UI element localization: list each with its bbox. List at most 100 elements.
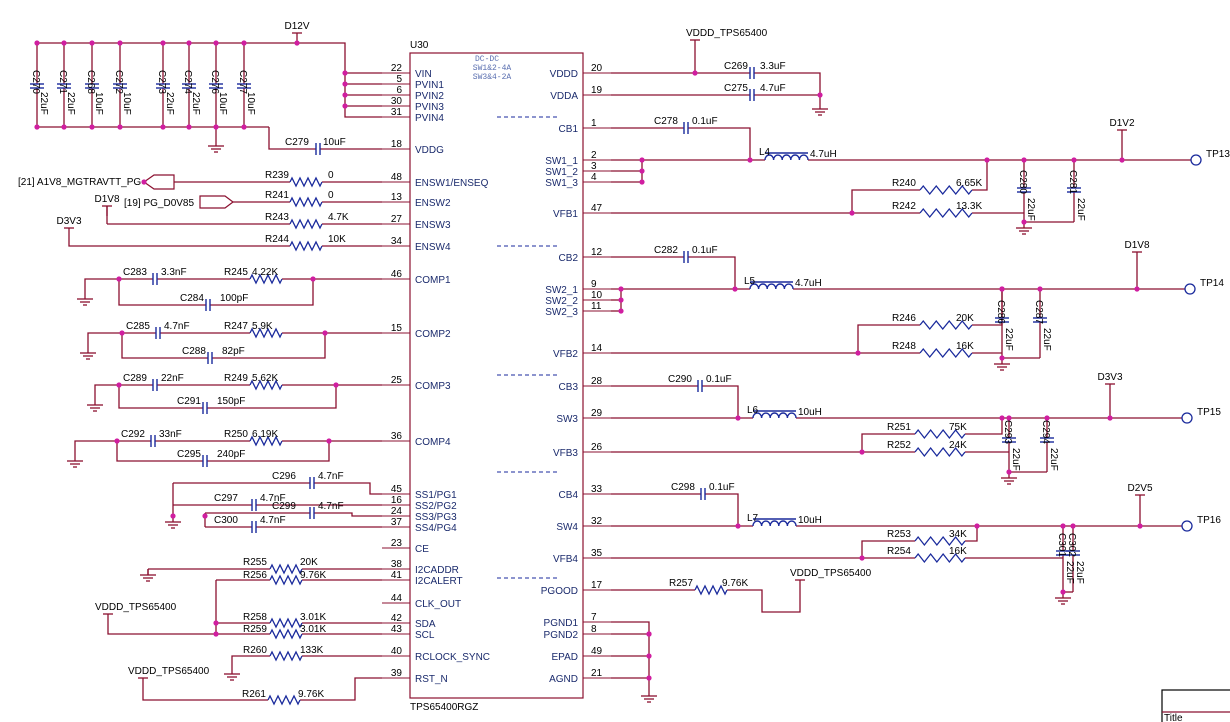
inductor-value: 10uH [798,407,822,418]
ic-ref: U30 [410,40,429,51]
capacitor-ref: C302 [1066,533,1077,557]
wire [207,441,330,462]
capacitor-value: 82pF [222,346,245,357]
junction-dot [342,103,348,109]
junction-dot [1021,219,1027,225]
pin-number: 37 [391,517,403,528]
pin-name: SCL [415,630,435,641]
wire [142,688,268,701]
test-point [1181,520,1193,532]
junction-dot [1119,157,1125,163]
power-net-label: D1V8 [94,194,119,205]
resistor-ref: R255 [243,557,267,568]
capacitor-ref: C299 [272,501,296,512]
resistor-value: 3.01K [300,624,326,635]
pin-name: SW2_3 [545,307,578,318]
junction-dot [1037,286,1043,292]
pin-name: SS4/PG4 [415,523,457,534]
capacitor-ref: C286 [995,300,1006,324]
pin-number: 9 [591,279,597,290]
junction-dot [322,330,328,336]
resistor-value: 9.76K [722,578,748,589]
capacitor-value: 33nF [159,429,182,440]
wire [268,127,316,150]
pin-number: 18 [391,139,403,150]
junction-dot [1060,523,1066,529]
capacitor-value: 22uF [1003,328,1014,351]
resistor-value: 9.76K [300,570,326,581]
inductor-ref: L6 [747,405,759,416]
port-label: [21] A1V8_MGTRAVTT_PG [18,177,141,188]
pin-number: 41 [391,570,403,581]
capacitor-value: 0.1uF [709,482,735,493]
resistor [249,379,283,391]
capacitor-value: 10uF [323,137,346,148]
junction-dot [61,40,67,46]
pin-name: COMP3 [415,381,451,392]
junction-dot [1070,523,1076,529]
capacitor-ref: C270 [30,70,41,94]
junction-dot [213,40,219,46]
resistor-value: 16K [949,546,967,557]
test-point-label: TP15 [1197,407,1221,418]
capacitor-value: 3.3nF [161,267,187,278]
pin-name: PGND2 [544,630,579,641]
pin-number: 20 [591,63,603,74]
capacitor-value: 22uF [1048,448,1059,471]
resistor-value: 4.22K [252,267,278,278]
wire [702,385,739,418]
resistor [269,563,303,575]
capacitor-value: 22uF [190,92,201,115]
inductor [752,520,797,527]
pin-number: 16 [391,495,403,506]
capacitor-ref: C287 [1033,300,1044,324]
capacitor-ref: C283 [123,267,147,278]
pin-name: CE [415,544,429,555]
inductor-value: 4.7uH [810,149,837,160]
pin-number: 42 [391,613,403,624]
pin-number: 25 [391,375,403,386]
junction-dot [333,382,339,388]
junction-dot [1044,415,1050,421]
capacitor-value: 22uF [164,92,175,115]
capacitor-ref: C279 [285,137,309,148]
junction-dot [213,124,219,130]
capacitor-ref: C271 [57,70,68,94]
pin-name: I2CALERT [415,576,463,587]
wire [705,493,739,526]
pin-name: SS3/PG3 [415,512,457,523]
pin-name: VFB1 [553,209,578,220]
pin-name: VDDG [415,145,444,156]
pin-name: VIN [415,69,432,80]
capacitor-ref: C288 [182,346,206,357]
junction-dot [1006,415,1012,421]
pin-name: SW4 [556,522,578,533]
resistor [914,446,966,458]
resistor-ref: R257 [669,578,693,589]
resistor-value: 0 [328,170,334,181]
junctions [34,40,1143,681]
wire [207,385,337,409]
resistor-ref: R251 [887,422,911,433]
ic-note: SW3&4-2A [473,73,512,82]
pin-name: SW3 [556,414,578,425]
pin-name: PGND1 [544,618,579,629]
test-point-label: TP16 [1197,515,1221,526]
junction-dot [241,40,247,46]
resistor [269,574,303,586]
capacitor-value: 4.7nF [318,471,344,482]
ic-note: SW1&2-4A [473,64,512,73]
capacitor-ref: C281 [1067,170,1078,194]
resistor [289,176,323,188]
pin-number: 24 [391,506,403,517]
power-net-label: D12V [284,21,309,32]
test-point [1190,154,1202,166]
junction-dot [849,210,855,216]
pin-number: 17 [591,580,603,591]
resistor-ref: R260 [243,645,267,656]
wire [116,441,203,462]
capacitor-value: 22uF [1041,328,1052,351]
pin-name: AGND [549,674,578,685]
pin-name: COMP1 [415,275,451,286]
pin-name: VFB2 [553,349,578,360]
